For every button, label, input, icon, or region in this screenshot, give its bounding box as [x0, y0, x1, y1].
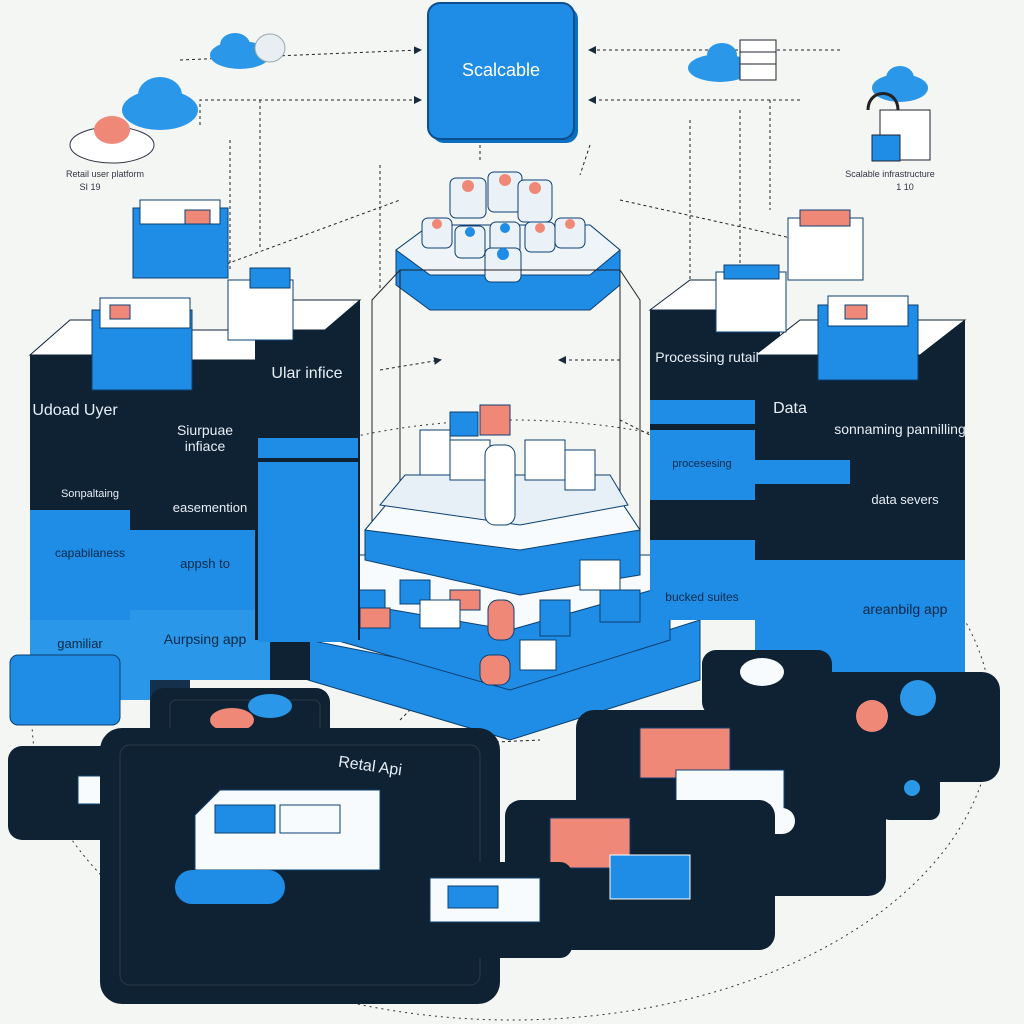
left-tower2-row-0: easemention: [172, 500, 248, 515]
central-platform: [307, 404, 701, 741]
left-tower2-row-1: appsh to: [180, 556, 230, 571]
left-tower-row-0: Sonpaltaing: [60, 488, 120, 500]
right-tower-row-1: bucked suites: [665, 590, 739, 604]
left-cube-stack: [91, 199, 294, 391]
phone-device-top-right[interactable]: [702, 650, 832, 716]
mid-left-tower: [253, 299, 362, 642]
right-tower2-row-2: areanbilg app: [862, 601, 948, 617]
mid-left-tower-title: Ular infice: [271, 365, 343, 382]
left-tower-title: Udoad Uyer: [32, 402, 118, 419]
right-tower-title: Processing rutail: [655, 349, 759, 365]
cloud-icon: [69, 33, 928, 164]
right-tower2-title: Data: [773, 400, 807, 417]
left-tower-row-2: gamiliar: [57, 636, 103, 651]
right-tower2-row-1: data severs: [871, 492, 939, 507]
phone-device-mini[interactable]: [404, 862, 572, 958]
right-tower2-row-0: sonnaming pannilling: [834, 421, 966, 437]
data-cylinders-top: [395, 171, 621, 311]
right-cube-stack: [715, 209, 919, 381]
scalable-box[interactable]: [427, 2, 578, 143]
left-tower2-row-2: Aurpsing app: [163, 631, 247, 647]
right-legend-sub: 1 10: [896, 182, 914, 192]
center-title: Scalcable: [461, 60, 541, 80]
tablet-device[interactable]: [100, 728, 500, 1004]
right-legend-title: Scalable infrastructure: [845, 169, 935, 179]
watch-device[interactable]: [880, 770, 940, 820]
left-legend-title: Retail user platform: [66, 169, 144, 179]
left-tower2-title: Siurpuae infiace: [176, 422, 234, 454]
phone-device-bottom[interactable]: [505, 800, 775, 950]
right-tower-row-0: procesesing: [672, 458, 732, 470]
server-stack-icon: [739, 39, 931, 162]
right-tower: [648, 279, 782, 620]
phone-device-right[interactable]: [790, 672, 1000, 782]
left-tower-row-1: capabilaness: [54, 546, 126, 560]
left-legend-sub: SI 19: [79, 182, 100, 192]
